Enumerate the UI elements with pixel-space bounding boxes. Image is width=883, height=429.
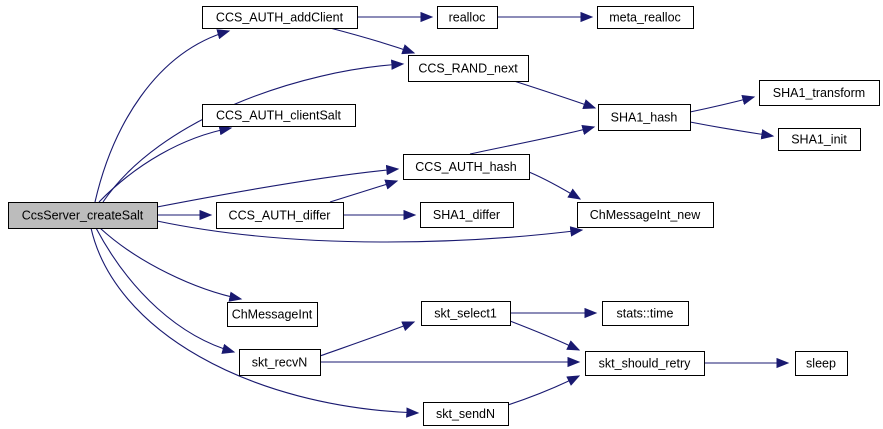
edge-ccsserver-createsalt-to-chmessageint [99,227,243,302]
node-skt-recvn[interactable]: skt_recvN [239,349,321,376]
node-sha1-init[interactable]: SHA1_init [778,128,861,151]
node-box-meta-realloc[interactable] [597,6,694,29]
node-label-chmessageint-new[interactable]: ChMessageInt_new [590,208,701,222]
node-skt-select1[interactable]: skt_select1 [421,301,511,326]
node-box-skt-recvn[interactable] [239,349,321,376]
node-label-skt-recvn[interactable]: skt_recvN [252,356,308,370]
node-ccs-rand-next[interactable]: CCS_RAND_next [408,55,529,82]
edge-skt-recvn-to-skt-select1 [319,321,416,357]
node-ccsserver-createsalt[interactable]: CcsServer_createSalt [8,202,158,229]
node-ccs-auth-hash[interactable]: CCS_AUTH_hash [403,154,530,180]
node-box-stats-time[interactable] [602,301,689,326]
node-box-ccs-auth-addclient[interactable] [202,6,358,29]
node-ccs-auth-addclient[interactable]: CCS_AUTH_addClient [202,6,358,29]
node-box-skt-should-retry[interactable] [585,351,705,376]
node-label-sha1-hash[interactable]: SHA1_hash [611,111,678,125]
node-box-skt-sendn[interactable] [423,402,509,426]
node-box-sleep[interactable] [795,351,848,376]
node-box-skt-select1[interactable] [421,301,511,326]
node-label-ccsserver-createsalt[interactable]: CcsServer_createSalt [22,209,144,223]
node-skt-sendn[interactable]: skt_sendN [423,402,509,426]
edge-ccs-auth-differ-to-ccs-auth-hash [329,179,399,203]
node-box-chmessageint[interactable] [227,302,318,327]
node-chmessageint-new[interactable]: ChMessageInt_new [577,202,714,228]
edge-ccsserver-createsalt-to-chmessageint-new [156,220,584,243]
node-ccs-auth-clientsalt[interactable]: CCS_AUTH_clientSalt [202,104,356,127]
edge-skt-select1-to-skt-should-retry [509,320,581,351]
node-box-ccsserver-createsalt[interactable] [8,202,158,229]
node-box-sha1-hash[interactable] [598,104,691,131]
node-chmessageint[interactable]: ChMessageInt [227,302,318,327]
node-label-skt-select1[interactable]: skt_select1 [434,307,497,321]
edge-ccsserver-createsalt-to-skt-sendn [90,227,420,418]
node-box-sha1-differ[interactable] [420,202,514,228]
node-sha1-hash[interactable]: SHA1_hash [598,104,691,131]
edge-ccsserver-createsalt-to-skt-recvn [95,227,236,354]
node-label-sleep[interactable]: sleep [806,357,836,371]
edge-skt-sendn-to-skt-should-retry [507,375,581,406]
node-skt-should-retry[interactable]: skt_should_retry [585,351,705,376]
edge-ccs-auth-hash-to-sha1-hash [469,124,596,155]
node-label-meta-realloc[interactable]: meta_realloc [609,11,681,25]
node-label-sha1-transform[interactable]: SHA1_transform [773,86,865,100]
node-box-ccs-auth-differ[interactable] [216,202,344,229]
node-label-stats-time[interactable]: stats::time [617,307,674,321]
node-label-ccs-rand-next[interactable]: CCS_RAND_next [418,62,518,76]
edge-ccsserver-createsalt-to-ccs-auth-addclient [94,29,231,203]
node-box-realloc[interactable] [437,6,498,29]
node-label-skt-sendn[interactable]: skt_sendN [436,407,495,421]
node-label-sha1-init[interactable]: SHA1_init [791,133,847,147]
node-sleep[interactable]: sleep [795,351,848,376]
node-sha1-transform[interactable]: SHA1_transform [759,80,880,106]
node-meta-realloc[interactable]: meta_realloc [597,6,694,29]
node-label-realloc[interactable]: realloc [449,11,486,25]
edge-ccsserver-createsalt-to-ccs-auth-clientsalt [98,125,233,203]
node-label-ccs-auth-addclient[interactable]: CCS_AUTH_addClient [216,11,344,25]
node-box-ccs-auth-clientsalt[interactable] [202,104,356,127]
edge-ccs-auth-addclient-to-ccs-rand-next [329,27,416,55]
edge-sha1-hash-to-sha1-transform [689,94,756,113]
node-label-sha1-differ[interactable]: SHA1_differ [433,208,500,222]
edge-ccsserver-createsalt-to-ccs-auth-hash [156,164,400,208]
node-label-ccs-auth-differ[interactable]: CCS_AUTH_differ [229,209,331,223]
node-label-ccs-auth-clientsalt[interactable]: CCS_AUTH_clientSalt [216,109,342,123]
node-sha1-differ[interactable]: SHA1_differ [420,202,514,228]
node-box-ccs-auth-hash[interactable] [403,154,530,180]
node-realloc[interactable]: realloc [437,6,498,29]
node-box-ccs-rand-next[interactable] [408,55,529,82]
node-box-sha1-transform[interactable] [759,80,880,106]
node-label-skt-should-retry[interactable]: skt_should_retry [599,357,691,371]
edge-ccsserver-createsalt-to-ccs-rand-next [102,59,405,203]
node-label-chmessageint[interactable]: ChMessageInt [232,308,313,322]
edge-ccs-auth-hash-to-chmessageint-new [528,171,582,200]
node-box-chmessageint-new[interactable] [577,202,714,228]
node-stats-time[interactable]: stats::time [602,301,689,326]
node-box-sha1-init[interactable] [778,128,861,151]
edge-ccs-rand-next-to-sha1-hash [513,80,597,110]
node-label-ccs-auth-hash[interactable]: CCS_AUTH_hash [415,160,516,174]
edge-sha1-hash-to-sha1-init [689,121,775,140]
node-ccs-auth-differ[interactable]: CCS_AUTH_differ [216,202,344,229]
